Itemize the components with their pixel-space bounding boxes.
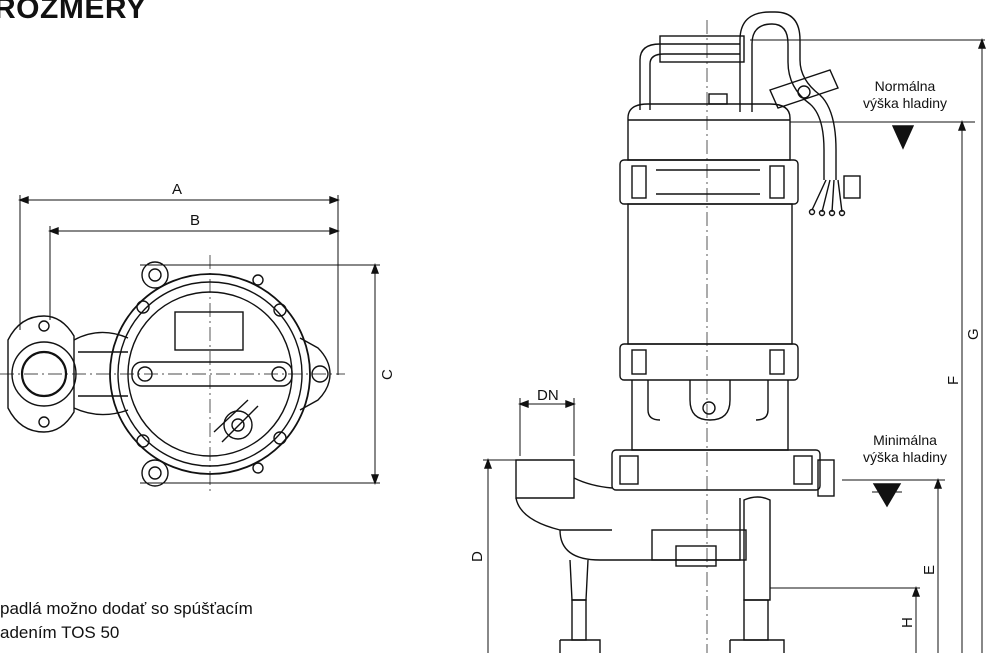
pump-side-view	[483, 11, 987, 653]
minimal-level-label: Minimálna výška hladiny	[845, 432, 965, 466]
dimension-c-label: C	[379, 369, 396, 380]
dimension-g-label: G	[965, 328, 982, 340]
dimension-f-label: F	[945, 376, 962, 385]
page-title: ROZMERY	[0, 0, 147, 25]
minimal-level-label-line-2: výška hladiny	[862, 449, 948, 465]
minimal-level-label-line-1: Minimálna	[873, 432, 937, 448]
pump-top-view	[0, 195, 380, 495]
dimension-a-label: A	[172, 181, 182, 198]
footnote-line-1: padlá možno dodať so spúšťacím	[0, 599, 253, 618]
footnote-line-2: adením TOS 50	[0, 623, 120, 642]
footnote: padlá možno dodať so spúšťacím adením TO…	[0, 597, 253, 645]
dimension-e-label: E	[921, 565, 938, 575]
normal-level-label-line-1: Normálna	[874, 78, 936, 94]
dimension-dn-label: DN	[537, 387, 559, 404]
dimension-b-label: B	[190, 212, 200, 229]
dimension-d-label: D	[469, 551, 486, 562]
dimension-h-label: H	[899, 617, 916, 628]
normal-level-label-line-2: výška hladiny	[862, 95, 948, 111]
normal-level-label: Normálna výška hladiny	[845, 78, 965, 112]
